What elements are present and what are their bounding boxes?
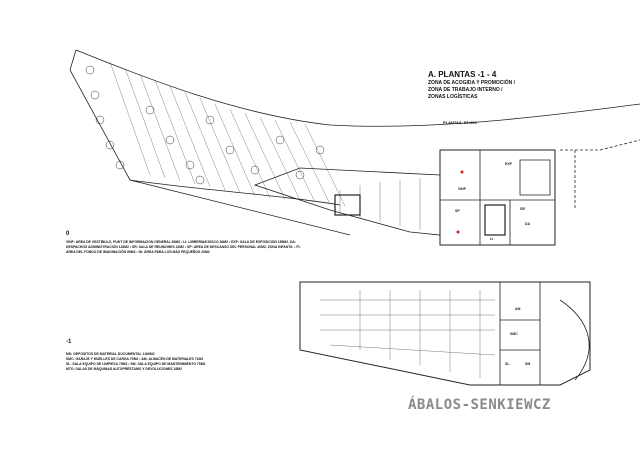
- zone-line: ZONA DE TRABAJO INTERNO /: [428, 87, 503, 93]
- room-label: LI: [490, 237, 493, 241]
- room-label: DA: [525, 222, 531, 226]
- legend-line: SL: SALA EQUIPO DE LIMPIEZA 75M2 • SM: S…: [66, 362, 206, 366]
- level-minus1-label: -1: [66, 339, 72, 345]
- wedge-building: [253, 167, 441, 236]
- room-label: SM: [525, 362, 530, 366]
- zone-line: ZONA DE ACOGIDA Y PROMOCIÓN /: [428, 80, 516, 86]
- legend-line: MD: DEPÓSITOS DE MATERIAL DOCUMENTAL 116…: [66, 352, 155, 356]
- road-edge: [560, 139, 640, 151]
- legend-line: SMC: GARAJE Y MUELLES DE CARGA 70M2 • AM…: [66, 357, 204, 361]
- brand-logo: ÁBALOS-SENKIEWCZ: [408, 397, 551, 413]
- title-block: A. PLANTAS -1 - 4 ZONA DE ACOGIDA Y PROM…: [428, 70, 578, 101]
- main-building: [439, 149, 556, 246]
- room-label: VINF: [458, 187, 467, 191]
- level-0-legend: VINF: ÁREA DE VESTÍBULO, PUNT DE INFORMA…: [66, 240, 301, 254]
- room-label: SMC: [510, 332, 518, 336]
- zone-line: ZONAS LOGÍSTICAS: [428, 94, 478, 100]
- level-minus1-legend: MD: DEPÓSITOS DE MATERIAL DOCUMENTAL 116…: [66, 352, 206, 372]
- landscape-hatching: [109, 61, 346, 207]
- site-boundary-top: [75, 49, 640, 127]
- site-boundary-lower: [129, 179, 341, 206]
- level-0-label: 0: [66, 231, 70, 237]
- room-label: SP: [455, 209, 460, 213]
- site-boundary-left: [69, 49, 351, 236]
- sheet-heading: A. PLANTAS -1 - 4: [428, 70, 497, 79]
- legend-line: MTO: SALAS DE MÁQUINAS AUTOPRÉSTAMO Y DE…: [66, 367, 182, 371]
- room-label: AM: [515, 307, 521, 311]
- trees: [85, 65, 325, 185]
- room-label: EXP: [505, 162, 513, 166]
- basement-plan: [299, 281, 591, 386]
- scale-label: PLANTAS. E1:600: [443, 120, 477, 125]
- room-label: SR: [520, 207, 525, 211]
- room-label: SL: [505, 362, 510, 366]
